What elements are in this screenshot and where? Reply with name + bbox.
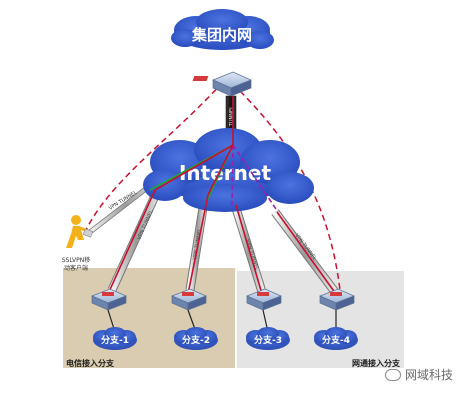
branch-firewall <box>91 288 127 311</box>
remote-vpn-path <box>84 81 224 233</box>
telecom-zone <box>63 268 235 368</box>
branch-firewall <box>171 288 207 311</box>
watermark: 网域科技 <box>384 366 453 383</box>
red-links <box>107 96 337 295</box>
svg-text:VPN TUNNEL: VPN TUNNEL <box>229 106 235 138</box>
internet-label: Internet <box>179 161 271 185</box>
branch-label: 分支-3 <box>254 334 282 346</box>
remote-user-label-2: 动客户端 <box>64 264 88 272</box>
branch-cloud <box>93 327 137 350</box>
branch-firewall <box>319 288 355 311</box>
branch-label: 分支-2 <box>182 334 210 346</box>
branch-cloud <box>314 327 358 350</box>
telecom-zone-label: 电信接入分支 <box>66 358 115 368</box>
wechat-icon <box>384 368 401 381</box>
branch-firewall <box>246 288 282 311</box>
hq-firewall <box>192 71 252 97</box>
branch-label: 分支-4 <box>322 334 350 346</box>
internet-cloud: Internet <box>143 128 314 212</box>
netcom-zone-label: 网通接入分支 <box>352 358 401 368</box>
corp-network-label: 集团内网 <box>191 26 252 44</box>
branch-label: 分支-1 <box>101 334 129 346</box>
branch-cloud <box>174 327 218 350</box>
branch-cloud <box>246 327 290 350</box>
tunnel-branch-1: VPN TUNNEL <box>107 183 165 292</box>
watermark-text: 网域科技 <box>404 368 453 382</box>
remote-user-label-1: SSLVPN移 <box>62 256 91 264</box>
corp-network-cloud: 集团内网 <box>171 9 274 50</box>
remote-user-icon <box>66 215 94 248</box>
